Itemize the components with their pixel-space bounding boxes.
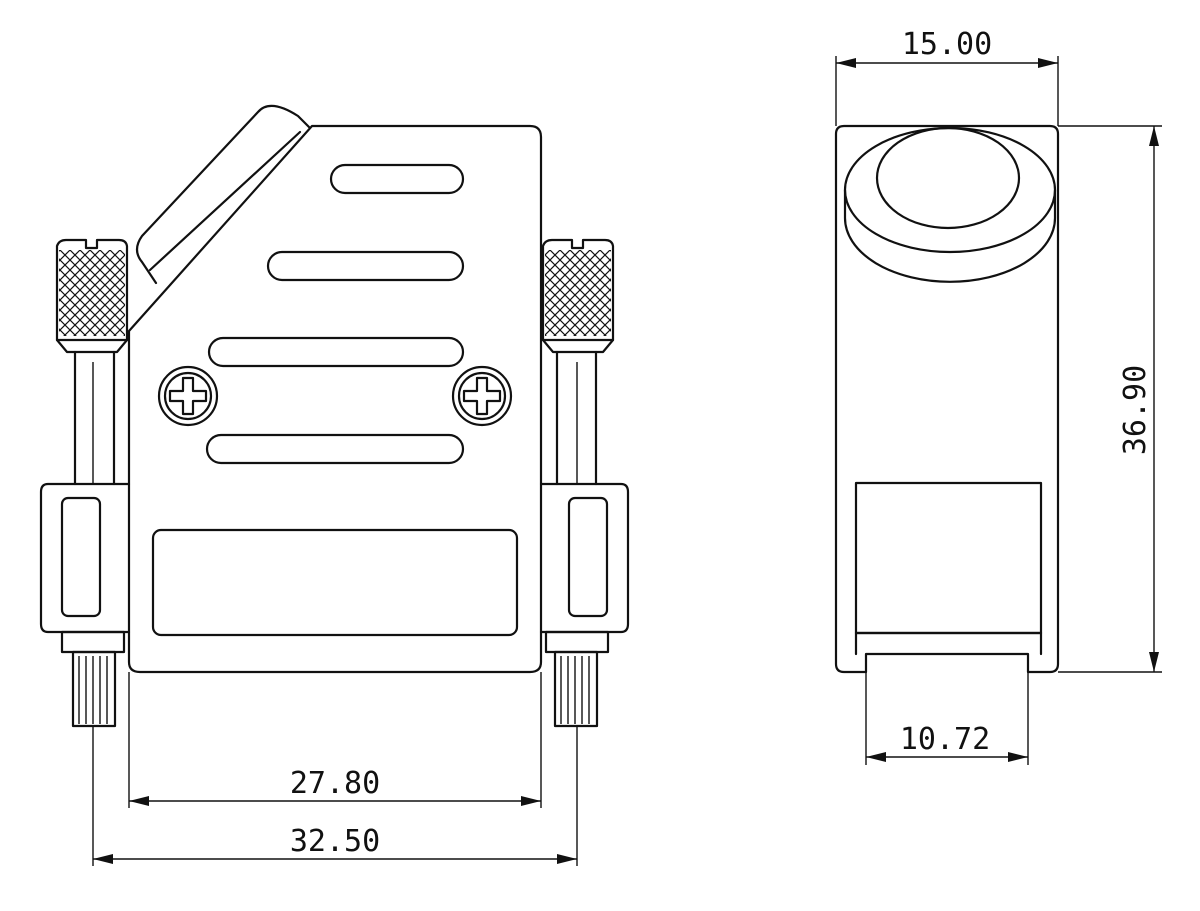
vent-slots (205, 163, 465, 465)
left-thumb-screw (55, 238, 129, 486)
dimension-side-width: 15.00 (835, 27, 1059, 126)
side-cable-boot (843, 126, 1057, 283)
label-recess (151, 528, 519, 637)
hood-body (127, 124, 543, 674)
dimension-label: 36.90 (1118, 365, 1153, 455)
right-flange (539, 482, 630, 728)
dimension-label: 27.80 (290, 766, 380, 801)
front-view: 27.80 32.50 (39, 104, 630, 866)
right-thumb-screw (541, 238, 615, 486)
dimension-overall-width: 32.50 (92, 726, 578, 866)
dimension-label: 32.50 (290, 824, 380, 859)
cable-boot (135, 104, 312, 285)
left-flange (39, 482, 131, 728)
dimension-side-bottom-width: 10.72 (865, 672, 1029, 765)
dimension-body-width: 27.80 (128, 672, 542, 808)
side-body (834, 124, 1060, 674)
side-bottom-shell (854, 481, 1043, 656)
dimension-label: 15.00 (902, 27, 992, 62)
right-screw-icon (451, 365, 513, 427)
dimension-label: 10.72 (900, 722, 990, 757)
dimension-side-height: 36.90 (1058, 125, 1162, 673)
left-screw-icon (157, 365, 219, 427)
side-view: 15.00 36.90 10.72 (834, 27, 1162, 765)
